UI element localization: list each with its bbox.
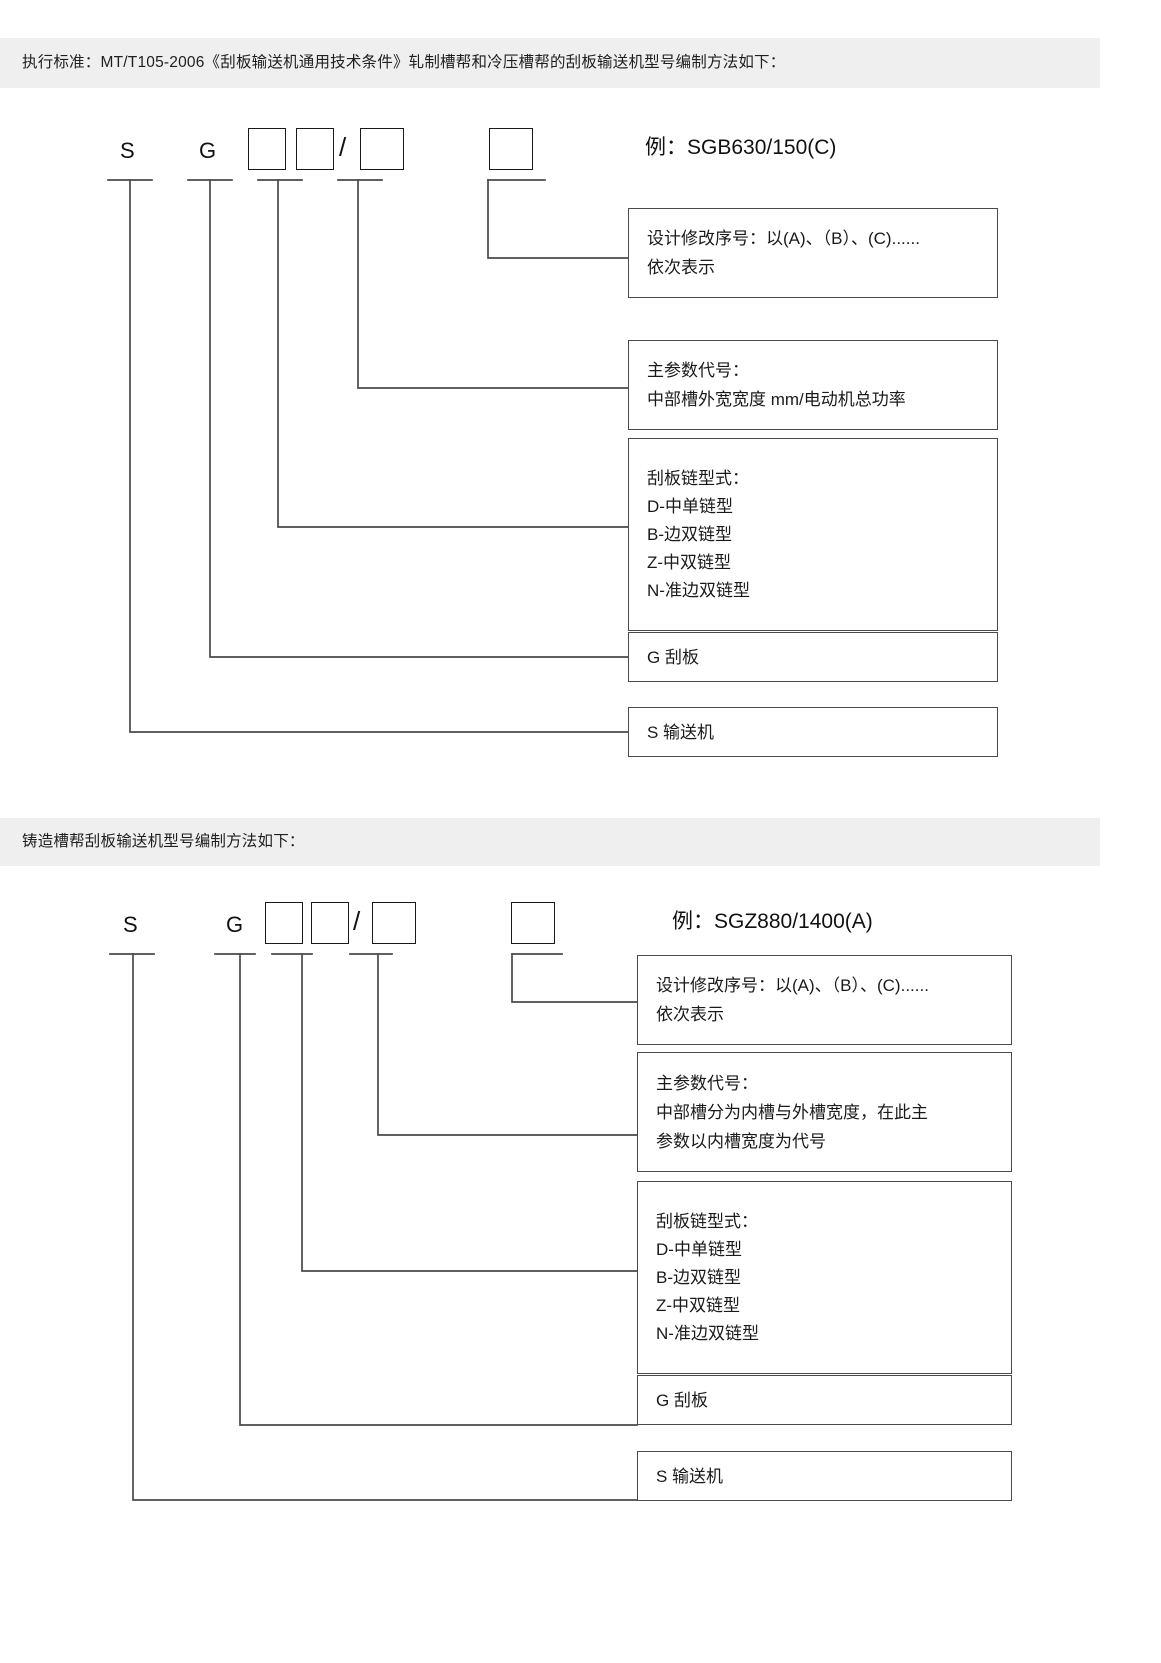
code-blank-box-2	[311, 902, 349, 944]
section-2-header-band: 铸造槽帮刮板输送机型号编制方法如下：	[0, 818, 1100, 866]
code-slash: /	[339, 132, 347, 162]
label-line: 依次表示	[647, 258, 715, 277]
label-line: D-中单链型	[647, 496, 733, 516]
label-line: B-边双链型	[647, 524, 732, 544]
label-line: G 刮板	[647, 647, 699, 667]
label-line: 设计修改序号：以(A)、（B）、(C)......	[647, 229, 920, 248]
label-line: 刮板链型式：	[656, 1211, 758, 1231]
label-line: Z-中双链型	[647, 552, 732, 572]
label-line: 刮板链型式：	[647, 468, 749, 488]
example-label: 例：SGB630/150(C)	[645, 136, 837, 159]
label-box-design-revision: 设计修改序号：以(A)、（B）、(C)...... 依次表示	[628, 208, 998, 298]
section-1-lines-canvas	[0, 100, 1161, 770]
label-box-main-parameter: 主参数代号： 中部槽分为内槽与外槽宽度，在此主 参数以内槽宽度为代号	[637, 1052, 1012, 1172]
label-box-design-revision: 设计修改序号：以(A)、（B）、(C)...... 依次表示	[637, 955, 1012, 1045]
label-line: G 刮板	[656, 1390, 708, 1410]
code-letter-s: S	[120, 138, 135, 163]
label-line: 设计修改序号：以(A)、（B）、(C)......	[656, 976, 929, 995]
code-blank-box-3	[372, 902, 416, 944]
code-blank-box-3	[360, 128, 404, 170]
label-line: D-中单链型	[656, 1239, 742, 1259]
example-label: 例：SGZ880/1400(A)	[672, 910, 873, 933]
code-letter-s: S	[123, 912, 138, 937]
label-line: S 输送机	[647, 722, 715, 742]
section-1-header-band: 执行标准：MT/T105-2006《刮板输送机通用技术条件》轧制槽帮和冷压槽帮的…	[0, 38, 1100, 88]
label-box-scraper: G 刮板	[637, 1375, 1012, 1425]
section-2-header-text: 铸造槽帮刮板输送机型号编制方法如下：	[22, 833, 305, 851]
code-suffix-box	[511, 902, 555, 944]
code-letter-g: G	[226, 912, 244, 937]
label-box-conveyor: S 输送机	[628, 707, 998, 757]
label-line: B-边双链型	[656, 1267, 741, 1287]
label-line: N-准边双链型	[656, 1323, 759, 1343]
code-letter-g: G	[199, 138, 217, 163]
label-box-main-parameter: 主参数代号： 中部槽外宽宽度 mm/电动机总功率	[628, 340, 998, 430]
label-box-conveyor: S 输送机	[637, 1451, 1012, 1501]
code-blank-box-1	[265, 902, 303, 944]
label-box-chain-type: 刮板链型式： D-中单链型 B-边双链型 Z-中双链型 N-准边双链型	[637, 1181, 1012, 1374]
label-line: N-准边双链型	[647, 580, 750, 600]
label-line: 中部槽外宽宽度 mm/电动机总功率	[647, 390, 906, 409]
section-2-lines-canvas	[0, 876, 1161, 1536]
label-box-chain-type: 刮板链型式： D-中单链型 B-边双链型 Z-中双链型 N-准边双链型	[628, 438, 998, 631]
section-2-diagram: S G / 例：SGZ880/1400(A) 设计修改序号：以(A)、（B）、(…	[0, 876, 1161, 1536]
section-1-diagram: S G / 例：SGB630/150(C) 设计修改序号：以(A)、（B）、(C…	[0, 100, 1161, 770]
label-line: S 输送机	[656, 1466, 724, 1486]
label-line: 参数以内槽宽度为代号	[656, 1131, 826, 1151]
label-line: 依次表示	[656, 1005, 724, 1024]
label-line: 中部槽分为内槽与外槽宽度，在此主	[656, 1102, 928, 1122]
label-box-scraper: G 刮板	[628, 632, 998, 682]
label-line: 主参数代号：	[647, 361, 749, 380]
code-suffix-box	[489, 128, 533, 170]
code-blank-box-2	[296, 128, 334, 170]
code-slash: /	[353, 906, 361, 936]
section-1-header-text: 执行标准：MT/T105-2006《刮板输送机通用技术条件》轧制槽帮和冷压槽帮的…	[22, 54, 786, 72]
label-line: 主参数代号：	[656, 1073, 758, 1093]
code-blank-box-1	[248, 128, 286, 170]
label-line: Z-中双链型	[656, 1295, 741, 1315]
